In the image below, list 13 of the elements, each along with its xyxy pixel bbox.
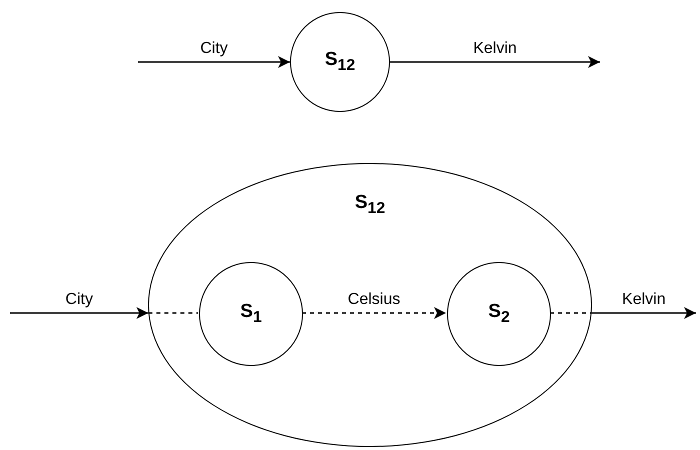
- circle-node: [290, 12, 390, 112]
- arrow: [138, 56, 290, 68]
- node-label: S$_{12}$: [354, 192, 386, 218]
- arrow: [302, 307, 446, 319]
- ellipse-node: [148, 163, 592, 447]
- arrow: [10, 307, 148, 319]
- node-label: S$_{12}$: [324, 49, 356, 75]
- arrow: [390, 56, 600, 68]
- arrow: [592, 307, 696, 319]
- node-label: S$_{2}$: [488, 301, 510, 327]
- node-label: S$_{1}$: [240, 301, 262, 327]
- edge-label: City: [63, 291, 95, 309]
- edge-label: City: [198, 40, 230, 58]
